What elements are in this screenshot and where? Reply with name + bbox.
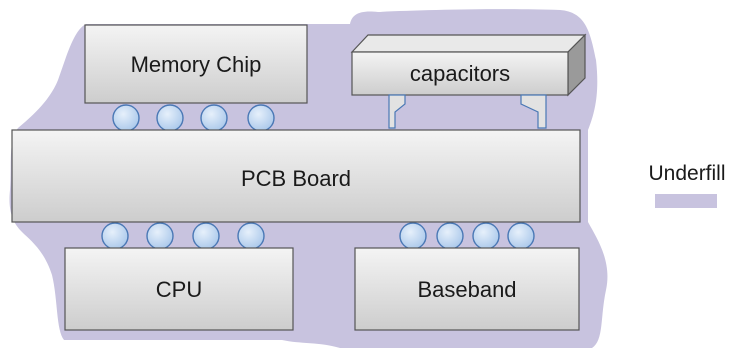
memory-chip-label: Memory Chip xyxy=(131,52,262,77)
pcb-board-label: PCB Board xyxy=(241,166,351,191)
solder-ball xyxy=(146,222,174,250)
cpu-box xyxy=(64,247,294,331)
solder-ball xyxy=(247,104,275,132)
solder-ball xyxy=(200,104,228,132)
capacitors-box xyxy=(351,51,569,96)
solder-ball xyxy=(399,222,427,250)
solder-ball xyxy=(472,222,500,250)
solder-ball xyxy=(156,104,184,132)
baseband-box xyxy=(354,247,580,331)
solder-ball xyxy=(507,222,535,250)
capacitors-top-face xyxy=(350,34,587,53)
baseband-label: Baseband xyxy=(417,277,516,302)
capacitor-left-leg xyxy=(388,94,406,129)
legend-label: Underfill xyxy=(648,162,725,185)
solder-ball xyxy=(237,222,265,250)
pcb-board-box xyxy=(11,129,581,223)
solder-ball xyxy=(436,222,464,250)
capacitors-label: capacitors xyxy=(410,61,510,86)
cpu-label: CPU xyxy=(156,277,202,302)
solder-ball xyxy=(101,222,129,250)
solder-ball xyxy=(192,222,220,250)
solder-ball xyxy=(112,104,140,132)
capacitor-right-leg xyxy=(520,94,547,129)
memory-chip-box xyxy=(84,24,308,104)
legend-swatch xyxy=(655,194,717,208)
